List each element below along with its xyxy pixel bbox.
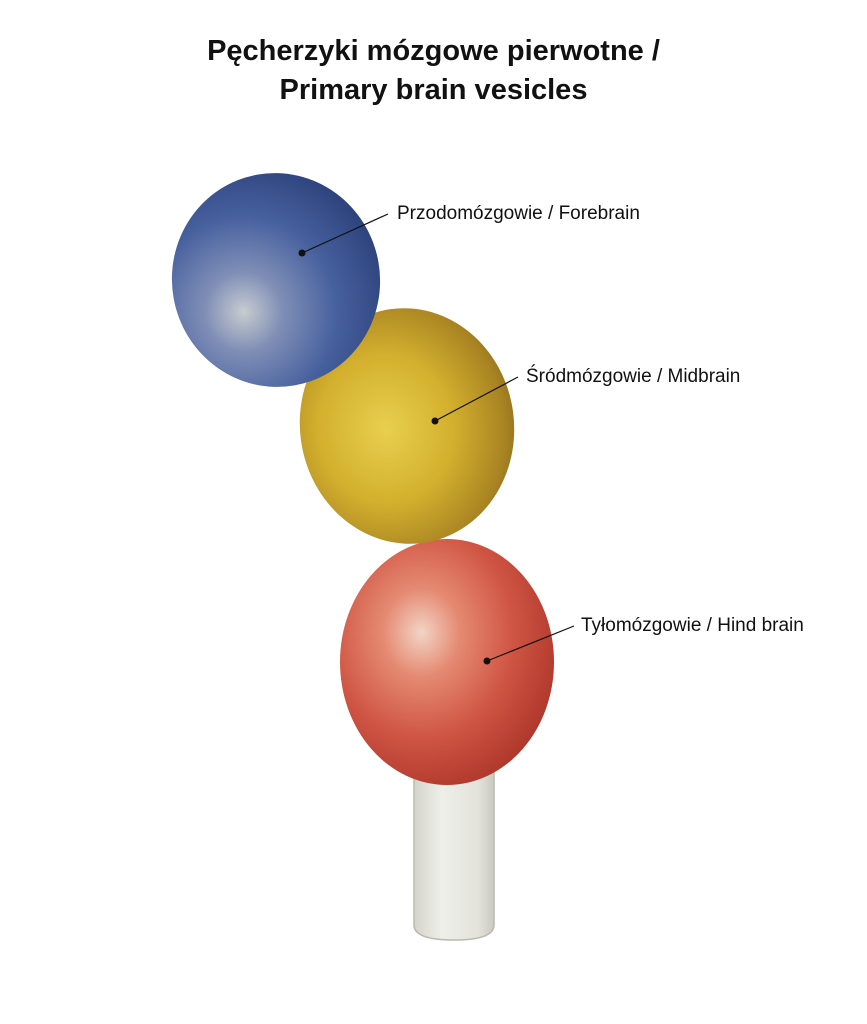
midbrain-leader [431, 376, 519, 425]
forebrain-leader [298, 213, 389, 257]
midbrain-label: Śródmózgowie / Midbrain [526, 366, 741, 387]
midbrain-marker-dot [431, 417, 439, 425]
forebrain-vesicle [171, 173, 381, 387]
hindbrain-marker-dot [483, 657, 491, 665]
title-line-1: Pęcherzyki mózgowe pierwotne / [207, 35, 660, 67]
title-line-2: Primary brain vesicles [279, 74, 588, 106]
midbrain-vesicle [299, 308, 515, 544]
forebrain-marker-dot [298, 249, 306, 257]
spinal-cord [413, 769, 495, 941]
hindbrain-label: Tyłomózgowie / Hind brain [581, 615, 804, 636]
hindbrain-vesicle [340, 539, 554, 785]
hindbrain-leader [483, 625, 575, 665]
forebrain-label: Przodomózgowie / Forebrain [397, 203, 640, 224]
diagram-title: Pęcherzyki mózgowe pierwotne / Primary b… [0, 32, 867, 110]
